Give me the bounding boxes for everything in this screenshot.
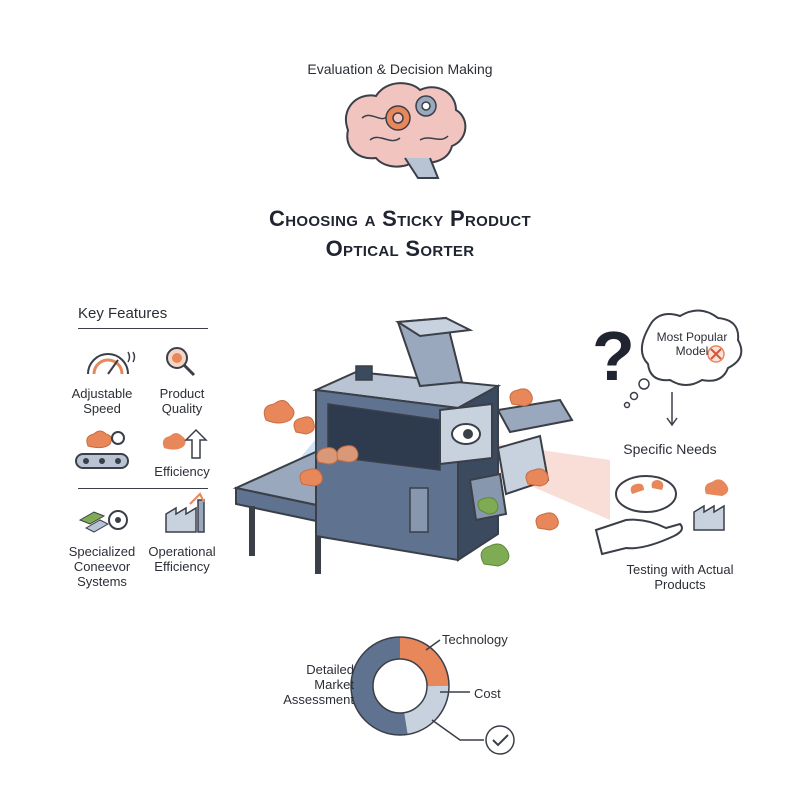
cost-label: Cost bbox=[474, 686, 501, 701]
market-label-line: Assessment bbox=[283, 692, 354, 707]
feature-product-quality: Product Quality bbox=[142, 386, 222, 416]
feature-label: Systems bbox=[77, 574, 127, 589]
feature-label: Operational bbox=[148, 544, 216, 559]
feature-label: Speed bbox=[83, 401, 121, 416]
conveyor-parts-icon bbox=[78, 510, 128, 533]
feature-label: Specialized bbox=[68, 544, 136, 559]
title-line-2: Optical Sorter bbox=[325, 236, 475, 261]
efficiency-arrow-icon bbox=[162, 428, 208, 459]
testing-label-line: Testing with Actual bbox=[626, 562, 734, 577]
magnifier-icon bbox=[166, 347, 196, 377]
feature-operational-efficiency: Operational Efficiency bbox=[140, 544, 224, 574]
key-features-divider-2 bbox=[78, 488, 208, 489]
feature-label: Quality bbox=[161, 401, 203, 416]
most-popular-model-bubble: Most Popular Model bbox=[644, 330, 740, 358]
top-label: Evaluation & Decision Making bbox=[307, 61, 493, 77]
speedometer-icon bbox=[87, 351, 136, 375]
technology-label: Technology bbox=[442, 632, 508, 647]
market-assessment-label: Detailed Market Assessment bbox=[264, 662, 354, 707]
market-label-line: Detailed bbox=[306, 662, 354, 677]
feature-label: Efficiency bbox=[154, 559, 210, 574]
market-label-line: Market bbox=[314, 677, 354, 692]
page-title: Choosing a Sticky Product Optical Sorter bbox=[0, 204, 800, 264]
feature-label: Adjustable bbox=[71, 386, 133, 401]
thought-label: Model bbox=[675, 344, 709, 358]
title-line-1: Choosing a Sticky Product bbox=[269, 206, 531, 231]
specific-needs-label: Specific Needs bbox=[623, 441, 717, 457]
testing-label: Testing with Actual Products bbox=[600, 562, 760, 592]
feature-adjustable-speed: Adjustable Speed bbox=[62, 386, 142, 416]
conveyor-gear-icon bbox=[75, 430, 129, 469]
testing-label-line: Products bbox=[654, 577, 706, 592]
factory-icon bbox=[165, 492, 205, 533]
feature-efficiency: Efficiency bbox=[142, 464, 222, 479]
feature-label: Efficiency bbox=[154, 464, 210, 479]
feature-label: Product bbox=[159, 386, 205, 401]
feature-specialized-conveyor: Specialized Coneevor Systems bbox=[60, 544, 144, 589]
key-features-heading: Key Features bbox=[78, 305, 168, 322]
svg-text:?: ? bbox=[592, 317, 635, 395]
feature-label: Coneevor bbox=[73, 559, 131, 574]
key-features-divider bbox=[78, 328, 208, 329]
thought-label: Most Popular bbox=[656, 330, 728, 344]
